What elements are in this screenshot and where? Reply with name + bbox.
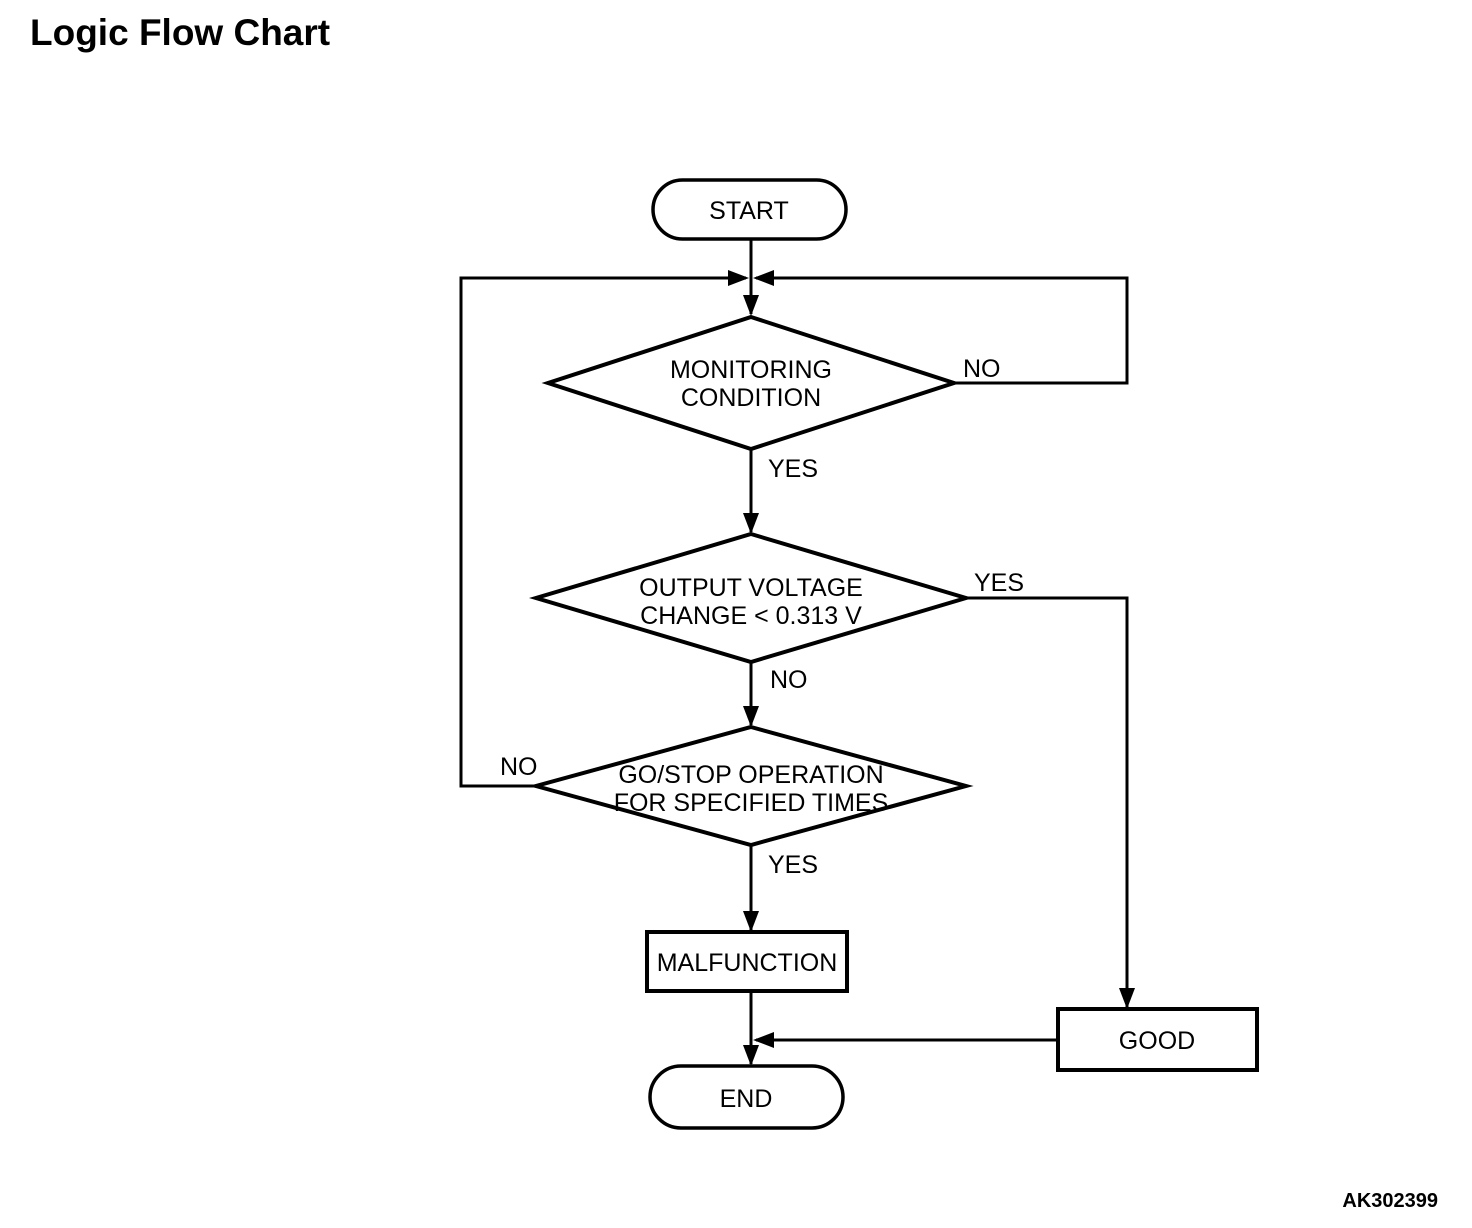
monitoring-condition-label-line2: CONDITION <box>681 384 821 412</box>
arrowhead-right-loop-into-junction <box>753 270 774 286</box>
malfunction-process <box>645 930 849 993</box>
good-process <box>1056 1007 1259 1072</box>
start-label: START <box>709 197 789 225</box>
page-title: Logic Flow Chart <box>30 12 331 53</box>
edge-voltage-yes-to-good <box>966 596 1129 1007</box>
go-stop-yes-label: YES <box>768 851 818 879</box>
output-voltage-label-line1: OUTPUT VOLTAGE <box>639 574 863 602</box>
arrowhead-into-monitoring <box>743 295 759 316</box>
voltage-yes-label: YES <box>974 569 1024 597</box>
go-stop-operation-decision <box>528 724 974 848</box>
monitoring-condition-label-line1: MONITORING <box>670 356 832 384</box>
arrowhead-good-into-end-line <box>753 1032 774 1048</box>
arrowhead-into-good <box>1119 988 1135 1009</box>
output-voltage-label-line2: CHANGE < 0.313 V <box>640 602 862 630</box>
go-stop-no-label: NO <box>500 753 538 781</box>
monitoring-condition-decision <box>541 314 961 452</box>
arrowhead-into-malfunction <box>743 911 759 932</box>
figure-code: AK302399 <box>1342 1190 1438 1212</box>
go-stop-operation-label-line2: FOR SPECIFIED TIMES <box>614 789 889 817</box>
end-label: END <box>720 1085 773 1113</box>
arrowhead-into-gostop <box>743 706 759 727</box>
go-stop-operation-label-line1: GO/STOP OPERATION <box>618 761 883 789</box>
arrowhead-into-voltage <box>743 513 759 534</box>
malfunction-label: MALFUNCTION <box>657 949 838 977</box>
arrowhead-into-end <box>743 1045 759 1066</box>
good-label: GOOD <box>1119 1027 1195 1055</box>
edge-monitoring-no-loop <box>756 276 1129 385</box>
end-terminator <box>648 1064 845 1130</box>
output-voltage-decision <box>528 531 974 665</box>
monitoring-no-label: NO <box>963 355 1001 383</box>
monitoring-yes-label: YES <box>768 455 818 483</box>
start-terminator <box>651 178 848 241</box>
voltage-no-label: NO <box>770 666 808 694</box>
edge-gostop-no-loop <box>459 276 746 788</box>
arrowhead-left-loop-into-junction <box>728 270 749 286</box>
